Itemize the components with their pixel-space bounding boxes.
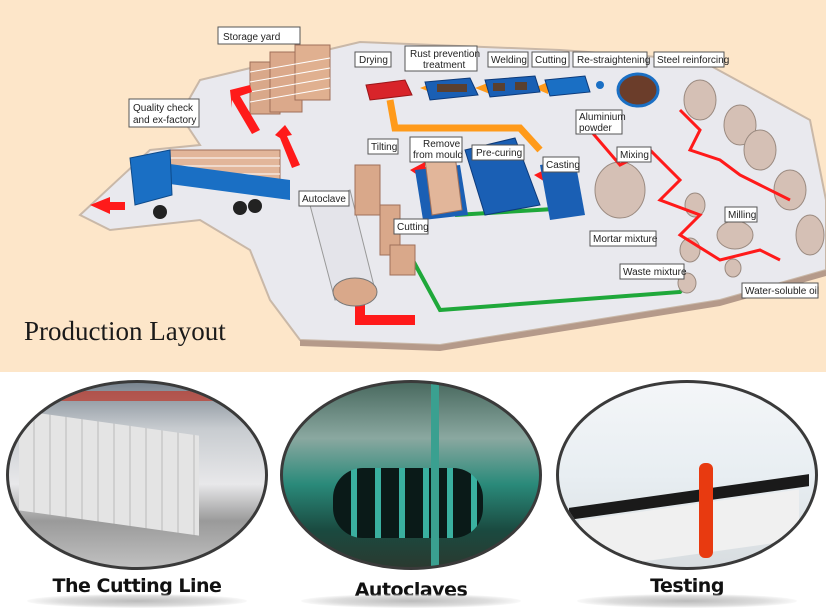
reinforcement-line bbox=[365, 72, 660, 108]
svg-text:Waste mixture: Waste mixture bbox=[623, 267, 687, 278]
svg-text:treatment: treatment bbox=[423, 60, 465, 71]
svg-text:Quality check: Quality check bbox=[133, 103, 194, 114]
label-waste-mixture: Waste mixture bbox=[619, 263, 687, 280]
svg-text:Drying: Drying bbox=[359, 55, 388, 66]
label-steel-reinforcing: Steel reinforcing bbox=[653, 51, 729, 68]
svg-text:Steel reinforcing: Steel reinforcing bbox=[657, 55, 729, 66]
caption-shadow bbox=[27, 594, 247, 608]
silos bbox=[594, 79, 825, 294]
testing-photo bbox=[556, 380, 818, 570]
label-welding: Welding bbox=[487, 51, 529, 68]
caption-shadow bbox=[301, 594, 521, 608]
caption-shadow bbox=[577, 594, 797, 608]
svg-text:from mould: from mould bbox=[413, 150, 463, 161]
truck bbox=[129, 149, 290, 219]
label-autoclave: Autoclave bbox=[298, 190, 350, 207]
red-pipes-2 bbox=[678, 108, 791, 202]
floor-edge bbox=[300, 270, 826, 351]
svg-text:Storage yard: Storage yard bbox=[223, 32, 280, 43]
storage-yard-stacks bbox=[249, 44, 331, 115]
label-mixing: Mixing bbox=[616, 146, 652, 163]
label-cutting-top: Cutting bbox=[531, 51, 570, 68]
label-storage-yard: Storage yard bbox=[217, 26, 301, 45]
svg-text:Rust prevention: Rust prevention bbox=[410, 49, 480, 60]
svg-text:Casting: Casting bbox=[546, 160, 580, 171]
photo-strip: The Cutting Line Autoclaves Testing bbox=[0, 372, 826, 610]
svg-text:Mortar mixture: Mortar mixture bbox=[593, 234, 658, 245]
cutting-line-photo bbox=[6, 380, 268, 570]
svg-text:Re-straightening: Re-straightening bbox=[577, 55, 650, 66]
label-casting: Casting bbox=[542, 156, 580, 173]
svg-text:powder: powder bbox=[579, 123, 612, 134]
svg-text:Milling: Milling bbox=[728, 210, 756, 221]
svg-text:Cutting: Cutting bbox=[397, 222, 429, 233]
autoclaves-photo bbox=[280, 380, 542, 570]
label-drying: Drying bbox=[354, 51, 392, 68]
svg-text:and ex-factory: and ex-factory bbox=[133, 115, 196, 126]
svg-text:Aluminium: Aluminium bbox=[579, 112, 626, 123]
caption-cutting-line: The Cutting Line bbox=[52, 575, 222, 597]
svg-text:Remove: Remove bbox=[423, 139, 461, 150]
label-re-straightening: Re-straightening bbox=[572, 51, 650, 68]
label-cutting-bottom: Cutting bbox=[393, 218, 429, 235]
label-tilting: Tilting bbox=[367, 138, 399, 155]
svg-text:Welding: Welding bbox=[491, 55, 527, 66]
svg-text:Pre-curing: Pre-curing bbox=[476, 148, 522, 159]
svg-text:Cutting: Cutting bbox=[535, 55, 567, 66]
svg-text:Tilting: Tilting bbox=[371, 142, 397, 153]
svg-text:Water-soluble oil: Water-soluble oil bbox=[745, 286, 819, 297]
label-water-soluble-oil: Water-soluble oil bbox=[741, 282, 819, 299]
label-pre-curing: Pre-curing bbox=[471, 144, 525, 161]
production-layout-title: Production Layout bbox=[24, 316, 226, 346]
label-milling: Milling bbox=[724, 206, 758, 223]
label-mortar-mixture: Mortar mixture bbox=[589, 230, 658, 247]
svg-text:Autoclave: Autoclave bbox=[302, 194, 346, 205]
svg-text:Mixing: Mixing bbox=[620, 150, 649, 161]
caption-testing: Testing bbox=[650, 575, 724, 597]
